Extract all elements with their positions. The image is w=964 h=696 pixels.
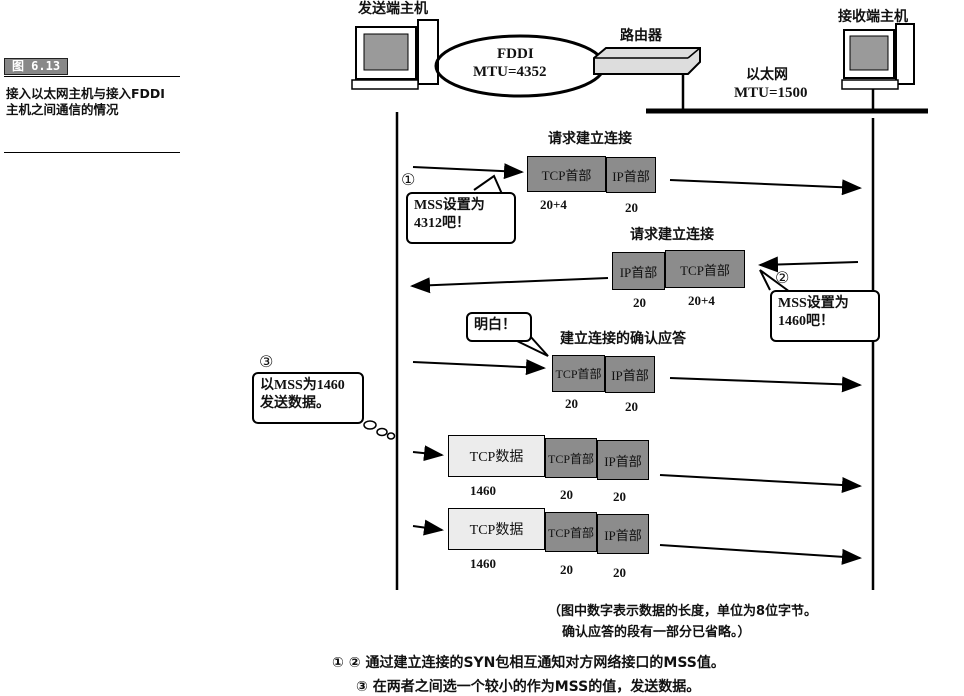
speech-bubble-step2: MSS设置为 1460吧！ [770, 290, 880, 342]
speech-bubble-step1: MSS设置为 4312吧！ [406, 192, 516, 244]
step3-marker: ③ [259, 352, 274, 371]
bubble-text: 4312吧！ [414, 216, 470, 231]
fddi-mtu: MTU=4352 [473, 64, 547, 80]
ip-header-segment: IP首部 [597, 440, 649, 480]
speech-bubble-step3: 以MSS为1460 发送数据。 [252, 372, 364, 424]
len-label: 20 [560, 487, 573, 502]
len-label: 20 [625, 200, 638, 215]
tcp-data-segment: TCP数据 [448, 508, 545, 550]
step2-marker: ② [775, 268, 790, 287]
tcp-header-segment: TCP首部 [527, 156, 606, 192]
figure-caption: 接入以太网主机与接入FDDI 主机之间通信的情况 [6, 86, 165, 117]
tcp-header-segment: TCP首部 [665, 250, 745, 288]
len-label: 20+4 [540, 197, 567, 212]
note-line: 确认应答的段有一部分已省略。） [562, 625, 751, 640]
ip-header-segment: IP首部 [605, 356, 655, 393]
explanation-line: ① ② 通过建立连接的SYN包相互通知对方网络接口的MSS值。 [332, 655, 725, 671]
len-label: 20 [613, 489, 626, 504]
step1-title: 请求建立连接 [548, 131, 632, 147]
bubble-text: 1460吧！ [778, 314, 834, 329]
router-icon [593, 47, 701, 75]
bubble-text: MSS设置为 [414, 198, 485, 213]
len-label: 20 [565, 396, 578, 411]
ip-header-segment: IP首部 [597, 514, 649, 554]
len-label: 1460 [470, 556, 496, 571]
step1-marker: ① [401, 170, 416, 189]
ack-title: 建立连接的确认应答 [560, 331, 686, 347]
divider [4, 76, 180, 77]
sender-computer-icon [351, 19, 439, 90]
tcp-header-segment: TCP首部 [545, 512, 597, 552]
router-label: 路由器 [620, 28, 662, 44]
len-label: 20 [560, 562, 573, 577]
sender-label: 发送端主机 [358, 1, 428, 17]
len-label: 20 [633, 295, 646, 310]
receiver-label: 接收端主机 [838, 9, 908, 25]
tcp-header-segment: TCP首部 [545, 438, 597, 478]
len-label: 20+4 [688, 293, 715, 308]
fddi-label: FDDI [497, 46, 534, 62]
tcp-data-segment: TCP数据 [448, 435, 545, 477]
len-label: 20 [613, 565, 626, 580]
bubble-text: 以MSS为1460 [260, 378, 345, 393]
explanation-line: ③ 在两者之间选一个较小的作为MSS的值，发送数据。 [356, 679, 701, 695]
receiver-computer-icon [841, 23, 915, 90]
ethernet-label: 以太网 [746, 67, 788, 83]
bubble-text: 发送数据。 [260, 396, 330, 411]
len-label: 1460 [470, 483, 496, 498]
ip-header-segment: IP首部 [612, 252, 665, 290]
bubble-text: MSS设置为 [778, 296, 849, 311]
divider [4, 152, 180, 153]
step2-title: 请求建立连接 [630, 227, 714, 243]
note-line: （图中数字表示数据的长度，单位为8位字节。 [548, 604, 818, 619]
figure-label: 图 6.13 [4, 58, 68, 75]
speech-bubble-ack: 明白！ [466, 312, 532, 342]
tcp-header-segment: TCP首部 [552, 355, 605, 392]
ethernet-mtu: MTU=1500 [734, 85, 808, 101]
ip-header-segment: IP首部 [606, 157, 656, 193]
len-label: 20 [625, 399, 638, 414]
